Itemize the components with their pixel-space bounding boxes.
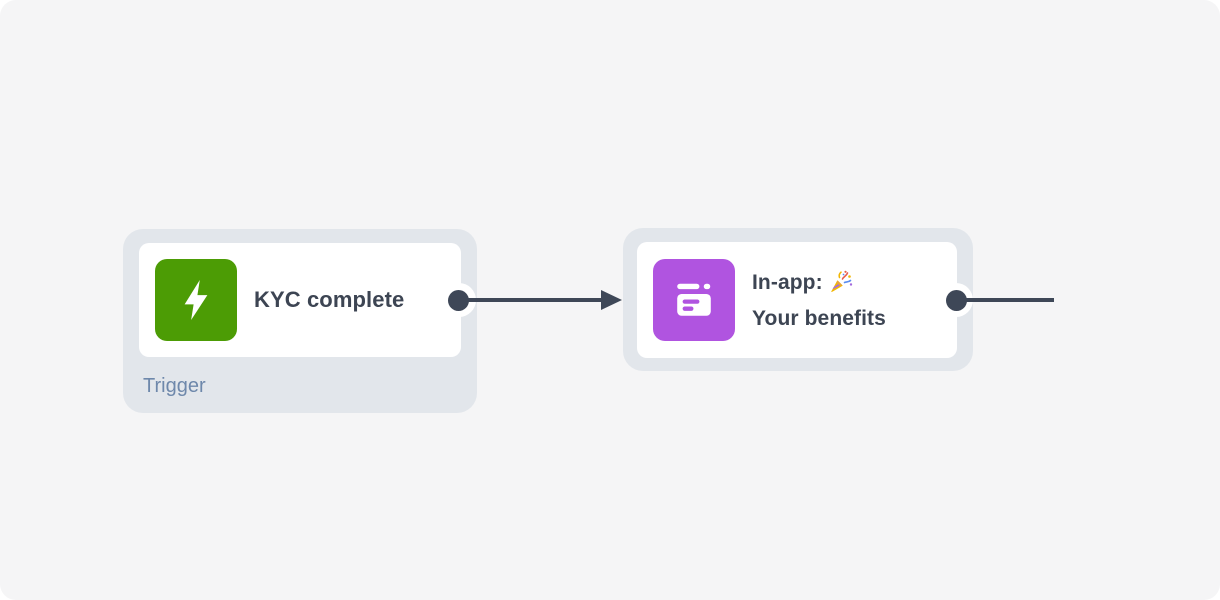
- connector-edge-outgoing: [957, 298, 1054, 302]
- connector-arrowhead-icon: [601, 290, 622, 310]
- in-app-message-node-card[interactable]: In-app: Your benefits: [637, 242, 957, 358]
- in-app-title-text: In-app:: [752, 270, 823, 294]
- in-app-output-connector[interactable]: [946, 290, 967, 311]
- connector-edge: [459, 298, 605, 302]
- trigger-node-title: KYC complete: [254, 287, 405, 312]
- trigger-node[interactable]: KYC complete Trigger: [123, 229, 477, 413]
- in-app-message-node-title: In-app: Your benefits: [752, 267, 886, 334]
- in-app-title-line-1: In-app:: [752, 267, 886, 303]
- trigger-output-connector[interactable]: [448, 290, 469, 311]
- trigger-node-card[interactable]: KYC complete: [139, 243, 461, 357]
- in-app-message-icon: [653, 259, 735, 341]
- trigger-badge: Trigger: [143, 375, 206, 397]
- in-app-message-node[interactable]: In-app: Your benefits: [623, 228, 973, 371]
- lightning-bolt-icon: [155, 259, 237, 341]
- in-app-title-line-2: Your benefits: [752, 306, 886, 330]
- party-popper-emoji: [829, 270, 853, 299]
